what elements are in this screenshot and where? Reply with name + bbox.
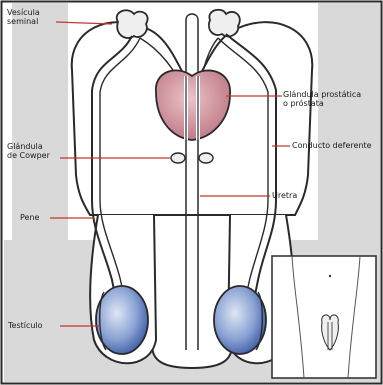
label-vesicula-line1: Vesícula: [7, 8, 40, 17]
background-left: [12, 3, 68, 243]
label-pene: Pene: [20, 213, 39, 222]
label-prostata-line2: o próstata: [283, 99, 361, 108]
label-cowper-line2: de Cowper: [7, 151, 50, 160]
label-prostata: Glándula prostática o próstata: [283, 90, 361, 108]
label-cowper: Glándula de Cowper: [7, 142, 50, 160]
label-cowper-line1: Glándula: [7, 142, 50, 151]
label-conducto: Conducto deferente: [292, 141, 372, 150]
label-vesicula-line2: seminal: [7, 17, 40, 26]
label-testiculo: Testículo: [8, 321, 43, 330]
inset-navel: [329, 275, 331, 277]
background-right: [318, 3, 380, 255]
testicle-right: [214, 286, 266, 354]
label-uretra: Uretra: [272, 191, 297, 200]
seminal-vesicle-left: [117, 10, 148, 38]
cowper-gland-right: [199, 153, 213, 163]
testicle-left: [96, 286, 148, 354]
label-prostata-line1: Glándula prostática: [283, 90, 361, 99]
label-vesicula: Vesícula seminal: [7, 8, 40, 26]
cowper-gland-left: [171, 153, 185, 163]
urethra-top: [186, 14, 198, 20]
seminal-vesicle-right: [209, 10, 240, 37]
